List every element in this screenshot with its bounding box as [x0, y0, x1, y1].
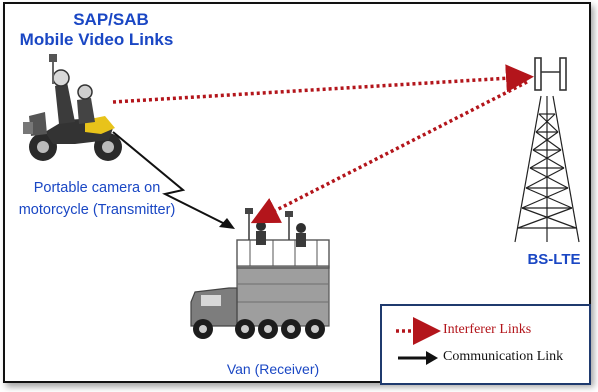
- legend: Interferer Links Communication Link: [380, 304, 591, 385]
- diagram-artwork: [23, 54, 580, 339]
- legend-communication-swatch: [398, 351, 438, 365]
- van-label: Van (Receiver): [226, 361, 320, 377]
- van-icon: [190, 208, 330, 339]
- interferer-link-bs-to-van: [250, 80, 528, 224]
- legend-interferer-label: Interferer Links: [443, 322, 532, 337]
- legend-communication-label: Communication Link: [443, 349, 564, 364]
- camera-label-line-1: Portable camera on: [33, 180, 161, 196]
- base-station-label: BS-LTE: [527, 251, 581, 268]
- communication-link-camera-to-van: [112, 131, 235, 229]
- diagram-frame: SAP/SAB Mobile Video Links: [3, 2, 591, 385]
- cell-tower-icon: [514, 95, 580, 243]
- antenna-icon: [534, 57, 567, 91]
- title-line-2: Mobile Video Links: [19, 30, 174, 49]
- interferer-link-camera-to-bs: [112, 64, 534, 104]
- motorcycle-icon: [23, 54, 122, 161]
- title-line-1: SAP/SAB: [73, 10, 149, 29]
- camera-label-line-2: motorcycle (Transmitter): [18, 202, 176, 218]
